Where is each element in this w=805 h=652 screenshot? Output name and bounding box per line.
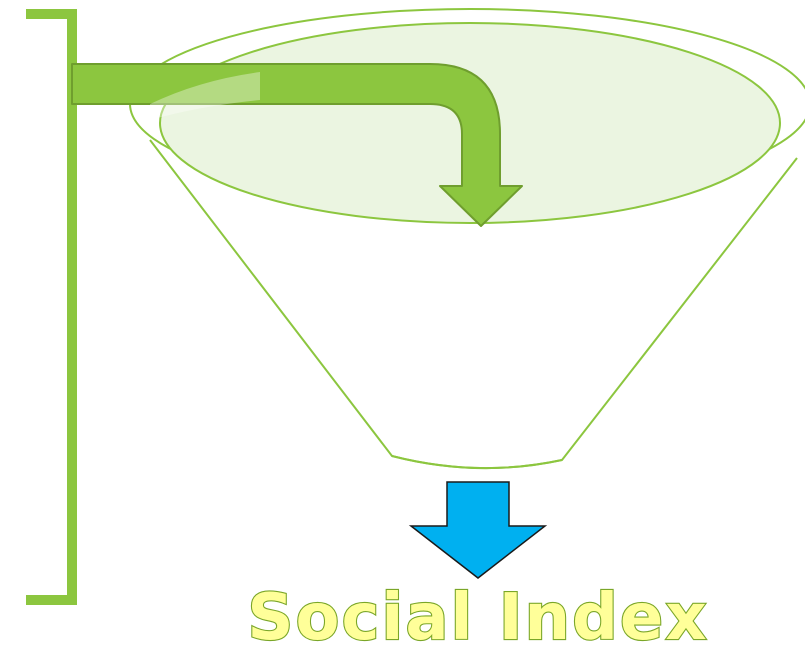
output-arrow (408, 481, 548, 579)
funnel-spout (391, 455, 563, 470)
rim-highlight (150, 72, 260, 120)
input-bracket (26, 9, 77, 605)
flow-arrow (71, 63, 523, 227)
output-label: Social Index (247, 581, 708, 652)
